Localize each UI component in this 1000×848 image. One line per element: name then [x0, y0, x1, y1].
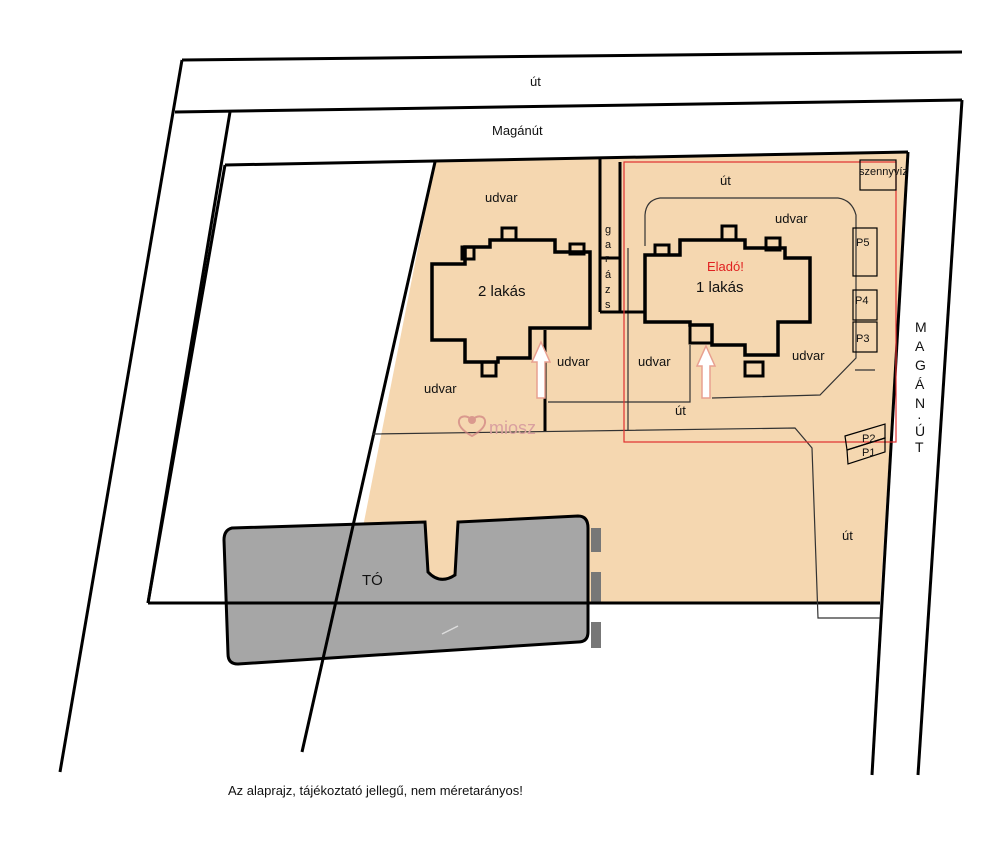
parking-right	[852, 227, 878, 353]
pond	[222, 514, 590, 666]
vertical-letter: T	[915, 439, 924, 455]
building-2-bay	[568, 242, 586, 256]
building-1-bay	[688, 323, 714, 345]
label-yard-right-top: udvar	[775, 211, 808, 226]
vertical-letter: G	[915, 357, 926, 373]
pond-glare	[441, 625, 459, 635]
parking-lower	[844, 423, 886, 465]
label-sewer: szennyvíz	[859, 166, 908, 178]
pond-edge-mark	[591, 528, 601, 552]
building-1-bay	[720, 224, 738, 242]
garage-label: g a r á z s	[605, 224, 612, 311]
parking-labels: P5 P4 P3 P2 P1	[855, 237, 875, 459]
garage-letter: á	[605, 269, 612, 281]
up-arrow-icon	[695, 344, 717, 399]
label-yard-left-bottom: udvar	[424, 381, 457, 396]
label-road-top: út	[530, 74, 541, 89]
parking-label: P2	[862, 433, 875, 445]
label-yard-right-bottom: udvar	[792, 348, 825, 363]
vertical-letter: A	[915, 338, 925, 354]
vertical-letter: ·	[917, 409, 922, 425]
up-arrow-icon	[530, 340, 552, 399]
vertical-letter: M	[915, 319, 927, 335]
building-1-bay	[764, 236, 782, 252]
watermark-text: miosz	[489, 418, 536, 438]
label-road-upper-right: út	[720, 173, 731, 188]
garage-letter: z	[605, 284, 611, 296]
parking-label: P5	[856, 237, 869, 249]
label-yard-center-right: udvar	[638, 354, 671, 369]
parking-label: P1	[862, 447, 875, 459]
vertical-letter: Ú	[915, 423, 925, 439]
building-1-bay	[653, 243, 671, 257]
garage-letter: r	[605, 253, 609, 265]
building-2-bay	[480, 360, 498, 378]
label-private-road: Magánút	[492, 123, 543, 138]
heart-logo-icon	[457, 415, 487, 438]
building-2-lakas	[430, 238, 592, 364]
internal-paths	[371, 197, 880, 619]
pond-edge-mark	[591, 622, 601, 648]
sewer-box	[859, 159, 897, 191]
disclaimer: Az alaprajz, tájékoztató jellegű, nem mé…	[228, 783, 523, 798]
label-yard-left-top: udvar	[485, 190, 518, 205]
building-2-bay	[500, 226, 518, 242]
for-sale-highlight	[623, 161, 897, 443]
road-frame	[58, 50, 964, 776]
label-apt2: 2 lakás	[478, 283, 526, 300]
garage-letter: s	[605, 299, 611, 311]
building-2-bay	[460, 245, 476, 261]
label-road-inner: út	[675, 403, 686, 418]
parking-label: P4	[855, 295, 868, 307]
parking-label: P3	[856, 333, 869, 345]
garage-outline	[600, 162, 645, 314]
label-apt1: 1 lakás	[696, 279, 744, 296]
garage-letter: g	[605, 224, 611, 236]
label-yard-center-left: udvar	[557, 354, 590, 369]
pond-edge-mark	[591, 572, 601, 604]
vertical-letter: N	[915, 395, 925, 411]
building-1-bay	[743, 360, 765, 378]
garage-letter: a	[605, 239, 612, 251]
vertical-letter: Á	[915, 376, 925, 392]
label-pond: TÓ	[362, 572, 383, 589]
private-road-vertical-label: M A G Á N · Ú T	[915, 319, 927, 455]
label-road-right-lower: út	[842, 528, 853, 543]
label-for-sale: Eladó!	[707, 259, 744, 274]
